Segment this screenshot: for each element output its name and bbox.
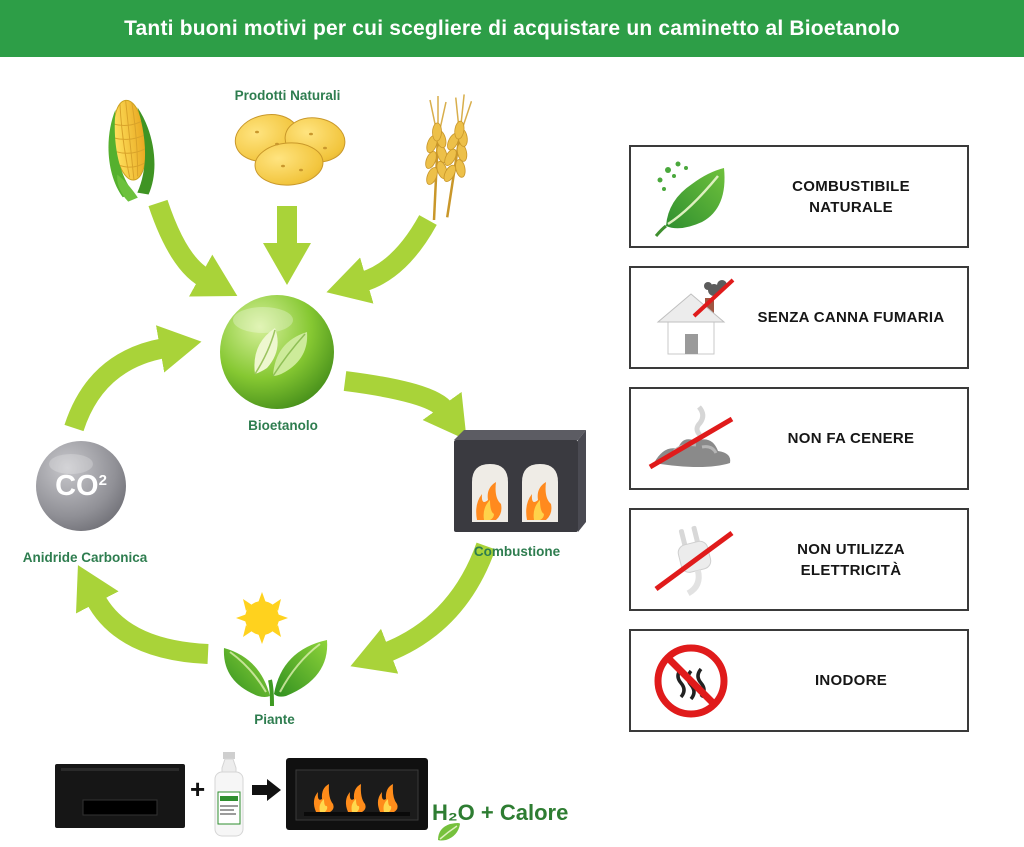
- arrow-wheat-to-bioethanol: [326, 215, 437, 304]
- benefit-label: INODORE: [814, 672, 888, 689]
- combustione-label: Combustione: [473, 544, 561, 559]
- potatoes-icon: [227, 108, 352, 193]
- header-banner: Tanti buoni motivi per cui scegliere di …: [0, 0, 1024, 57]
- bioethanol-bottle-icon: [210, 752, 248, 843]
- plant-sun-icon: [212, 584, 337, 717]
- arrow-corn-to-bioethanol: [148, 199, 238, 297]
- formula-row: +: [0, 750, 1024, 843]
- natural-fuel-leaf-icon: [631, 156, 751, 238]
- leaf-icon: [436, 822, 462, 847]
- burning-fireplace-icon: [286, 758, 428, 835]
- anidride-carbonica-label: Anidride Carbonica: [22, 550, 148, 565]
- arrow-co2-to-bioethanol: [64, 325, 202, 432]
- sun-icon: [236, 592, 288, 644]
- benefit-inodore: INODORE: [629, 629, 969, 732]
- cycle-arrows: [64, 199, 496, 674]
- benefits-list: COMBUSTIBILE NATURALE SENZA CANNA FUMARI…: [629, 145, 969, 750]
- benefit-label: NON UTILIZZA ELETTRICITÀ: [797, 540, 905, 579]
- black-fireplace-icon: [55, 764, 185, 833]
- fireplace-icon: [446, 430, 586, 545]
- wheat-icon: [410, 91, 477, 229]
- bioethanol-sphere-icon: [217, 292, 337, 417]
- benefit-label: NON FA CENERE: [787, 430, 915, 447]
- arrow-bioethanol-to-combustion: [343, 371, 467, 440]
- benefit-label: COMBUSTIBILE NATURALE: [792, 177, 910, 216]
- cycle-diagram: Prodotti Naturali: [0, 58, 625, 753]
- prodotti-naturali-label: Prodotti Naturali: [234, 88, 341, 103]
- no-odor-icon: [631, 641, 751, 721]
- page-title: Tanti buoni motivi per cui scegliere di …: [124, 16, 900, 40]
- bioetanolo-label: Bioetanolo: [248, 418, 318, 433]
- corn-icon: [92, 91, 172, 212]
- benefit-non-fa-cenere: NON FA CENERE: [629, 387, 969, 490]
- arrow-plants-to-co2: [76, 565, 209, 664]
- no-electricity-plug-icon: [631, 519, 751, 601]
- plus-sign: +: [190, 774, 206, 804]
- benefit-senza-canna-fumaria: SENZA CANNA FUMARIA: [629, 266, 969, 369]
- benefit-combustibile-naturale: COMBUSTIBILE NATURALE: [629, 145, 969, 248]
- benefit-label: SENZA CANNA FUMARIA: [757, 309, 945, 326]
- arrow-combustion-to-plants: [350, 542, 496, 674]
- no-ash-icon: [631, 401, 751, 476]
- h2o-calore-label: H₂O + Calore: [432, 800, 569, 825]
- right-arrow-icon: [252, 776, 282, 809]
- piante-label: Piante: [254, 712, 295, 727]
- benefit-non-utilizza-elettricita: NON UTILIZZA ELETTRICITÀ: [629, 508, 969, 611]
- no-chimney-house-icon: [631, 278, 751, 358]
